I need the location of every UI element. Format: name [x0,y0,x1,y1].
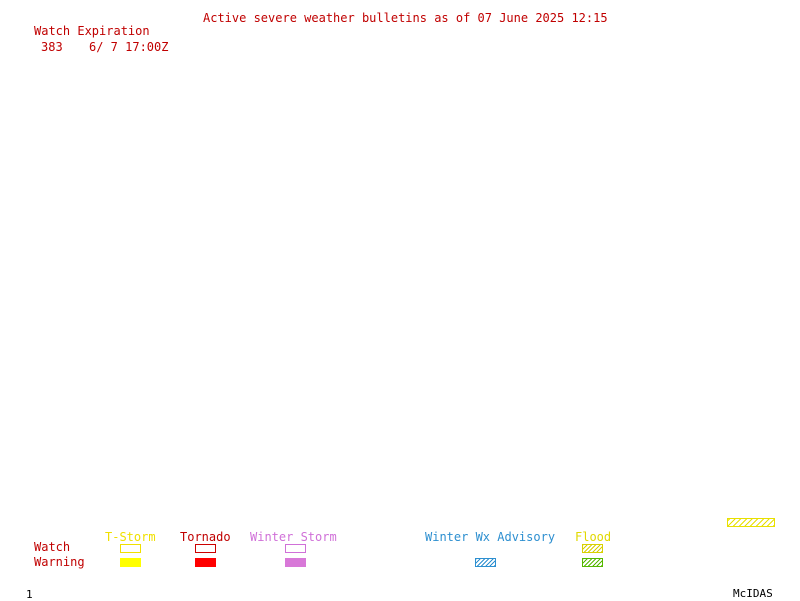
legend-tornado-warning-swatch [195,558,216,567]
legend-label-tornado: Tornado [180,530,231,544]
watch-expiration-time: 6/ 7 17:00Z [89,40,169,54]
legend-tornado-watch-swatch [195,544,216,553]
legend-row-label-warning: Warning [34,555,85,569]
legend-row-label-watch: Watch [34,540,71,554]
legend-label-flood: Flood [575,530,612,544]
legend-tstorm-watch-swatch [120,544,141,553]
legend-flood-warning-swatch [582,558,603,567]
legend-winter-storm-warning-swatch [285,558,306,567]
legend-label-winter-wx-advisory: Winter Wx Advisory [425,530,556,544]
map-area [0,60,800,515]
watch-number: 383 [41,40,63,54]
legend-label-tstorm: T-Storm [105,530,156,544]
legend-winter-wx-advisory-swatch [475,558,496,567]
frame-number: 1 [26,588,33,601]
hatched-strip [727,518,775,527]
legend-winter-storm-watch-swatch [285,544,306,553]
legend-tstorm-warning-swatch [120,558,141,567]
legend-flood-watch-swatch [582,544,603,553]
legend-label-winter-storm: Winter Storm [250,530,337,544]
watch-table-heading: Watch Expiration [34,24,150,38]
software-label: McIDAS [733,587,773,600]
bulletin-title: Active severe weather bulletins as of 07… [203,11,608,25]
